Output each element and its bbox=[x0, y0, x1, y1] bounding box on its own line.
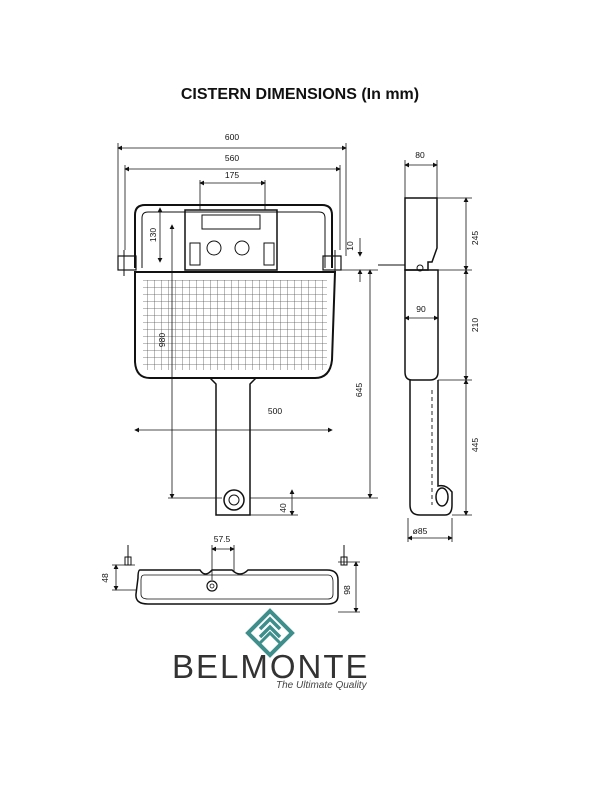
dim-600: 600 bbox=[225, 132, 239, 142]
side-dimensions bbox=[404, 160, 472, 542]
dim-175: 175 bbox=[225, 170, 239, 180]
brand-tagline: The Ultimate Quality bbox=[276, 680, 367, 691]
dim-500: 500 bbox=[268, 406, 282, 416]
dim-85: ø85 bbox=[413, 526, 428, 536]
front-frame bbox=[134, 204, 333, 268]
side-pipe bbox=[409, 380, 453, 516]
dim-80: 80 bbox=[415, 150, 425, 160]
control-panel bbox=[184, 209, 278, 271]
dim-210: 210 bbox=[470, 318, 480, 332]
dim-10: 10 bbox=[345, 241, 355, 251]
dim-98: 98 bbox=[342, 585, 352, 595]
side-lower bbox=[404, 269, 439, 381]
page-title: CISTERN DIMENSIONS (In mm) bbox=[180, 86, 420, 103]
dim-560: 560 bbox=[225, 153, 239, 163]
brand-name: BELMONTE bbox=[172, 648, 370, 685]
belmonte-logo-icon bbox=[245, 608, 295, 658]
right-bracket bbox=[322, 255, 342, 271]
dim-980: 980 bbox=[157, 333, 167, 347]
dim-130: 130 bbox=[148, 228, 158, 242]
front-dimensions bbox=[117, 143, 378, 516]
dim-40: 40 bbox=[278, 503, 288, 513]
dim-48: 48 bbox=[100, 573, 110, 583]
outlet-pipe bbox=[209, 377, 257, 516]
dim-245: 245 bbox=[470, 231, 480, 245]
dim-57-5: 57.5 bbox=[214, 534, 231, 544]
side-upper bbox=[404, 197, 438, 271]
side-view bbox=[378, 197, 453, 516]
tank-body bbox=[134, 271, 337, 379]
tank-mesh bbox=[143, 280, 327, 370]
dim-445: 445 bbox=[470, 438, 480, 452]
dim-90: 90 bbox=[416, 304, 426, 314]
dimension-labels: 600 560 175 130 10 980 500 645 40 80 245… bbox=[100, 132, 480, 595]
dim-645: 645 bbox=[354, 383, 364, 397]
left-bracket bbox=[117, 255, 137, 271]
front-view bbox=[117, 204, 342, 516]
top-view bbox=[124, 545, 348, 605]
top-dimensions bbox=[112, 545, 360, 613]
